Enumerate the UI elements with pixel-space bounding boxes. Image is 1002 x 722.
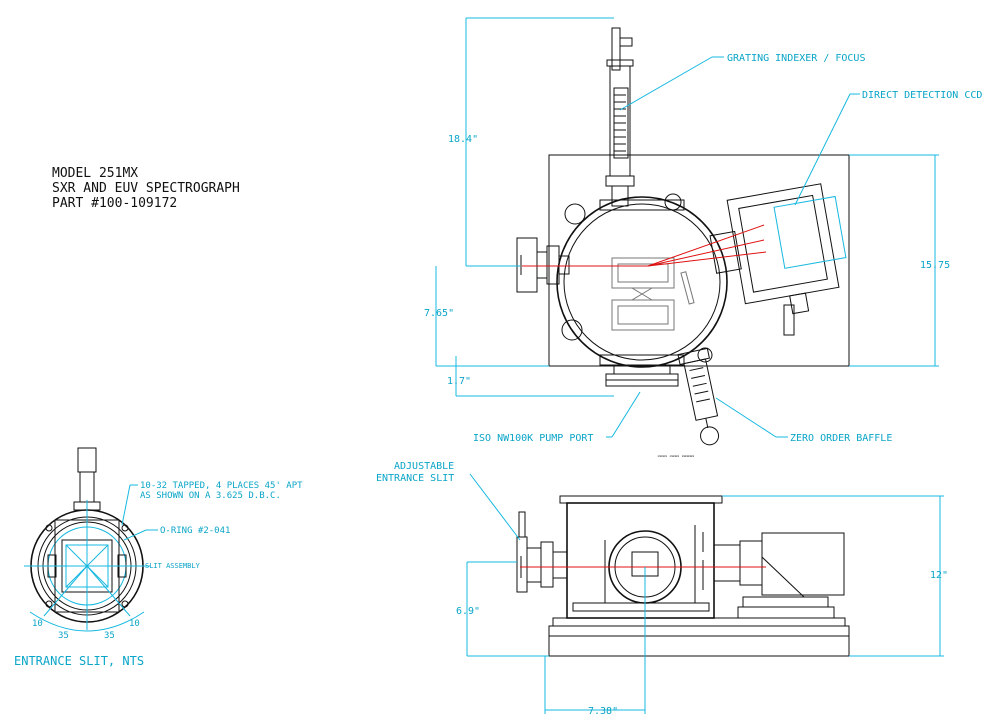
angle-right-small: 10: [129, 619, 140, 629]
pump-port: [605, 365, 679, 387]
title-description: SXR AND EUV SPECTROGRAPH: [52, 181, 240, 196]
side-detector: [713, 532, 845, 619]
callout-adjustable-2: ENTRANCE SLIT: [376, 473, 454, 484]
top-view: ▭▭▭▭ ▭▭▭ ▭▭▭: [516, 27, 850, 459]
zero-order-baffle-assembly: [677, 347, 720, 446]
callout-o-ring: O-RING #2-041: [160, 526, 230, 536]
callout-tapped-holes-2: AS SHOWN ON A 3.625 D.B.C.: [140, 491, 281, 501]
baffle-note: ▭▭▭▭ ▭▭▭ ▭▭▭: [658, 453, 694, 459]
dim-side-height: 12": [930, 570, 948, 581]
title-block: MODEL 251MX SXR AND EUV SPECTROGRAPH PAR…: [52, 166, 240, 211]
side-base-plate: [548, 625, 850, 657]
detail-caption: ENTRANCE SLIT, NTS: [14, 654, 144, 668]
angle-right: 35: [104, 631, 115, 641]
dim-top-height: 18.4": [448, 134, 478, 145]
direct-detection-ccd: [709, 183, 847, 315]
callout-slit-assembly: SLIT ASSEMBLY: [145, 562, 201, 570]
dim-pump-offset: 1.7": [447, 376, 471, 387]
callout-pump-port: ISO NW100K PUMP PORT: [473, 433, 593, 444]
callout-zero-order-baffle: ZERO ORDER BAFFLE: [790, 433, 892, 444]
grating-indexer-assembly: [605, 27, 635, 207]
dim-side-width: 7.38": [588, 706, 618, 717]
dim-slit-height: 7.65": [424, 308, 454, 319]
side-view-dimensions: 12" 6.9" 7.38" ADJUSTABLE ENTRANCE SLIT: [376, 461, 948, 717]
optical-beam-top: [522, 224, 767, 267]
side-entrance-slit: [516, 511, 568, 593]
angle-left-small: 10: [32, 619, 43, 629]
dim-plate-height: 15.75: [920, 260, 950, 271]
top-view-dimensions: 18.4" 7.65" 1.7" 15.75: [424, 17, 950, 397]
callout-ccd: DIRECT DETECTION CCD: [862, 90, 982, 101]
callout-adjustable-1: ADJUSTABLE: [394, 461, 454, 472]
callout-tapped-holes-1: 10-32 TAPPED, 4 PLACES 45' APT: [140, 481, 303, 491]
callout-grating-indexer: GRATING INDEXER / FOCUS: [727, 53, 865, 64]
vacuum-chamber: [556, 196, 728, 368]
top-view-callouts: GRATING INDEXER / FOCUS DIRECT DETECTION…: [473, 53, 982, 444]
base-plate: [548, 154, 850, 367]
entrance-slit-flange: [516, 237, 570, 293]
side-view: [516, 495, 850, 657]
angle-left: 35: [58, 631, 69, 641]
title-model: MODEL 251MX: [52, 166, 138, 181]
grating-mounts: [611, 257, 695, 331]
entrance-slit-detail: 10 35 35 10 10-32 TAPPED, 4 PLACES 45' A…: [14, 447, 303, 668]
title-part-number: PART #100-109172: [52, 196, 177, 211]
dim-side-slit-height: 6.9": [456, 606, 480, 617]
ccd-connector: [783, 304, 795, 336]
side-chamber: [566, 502, 715, 619]
